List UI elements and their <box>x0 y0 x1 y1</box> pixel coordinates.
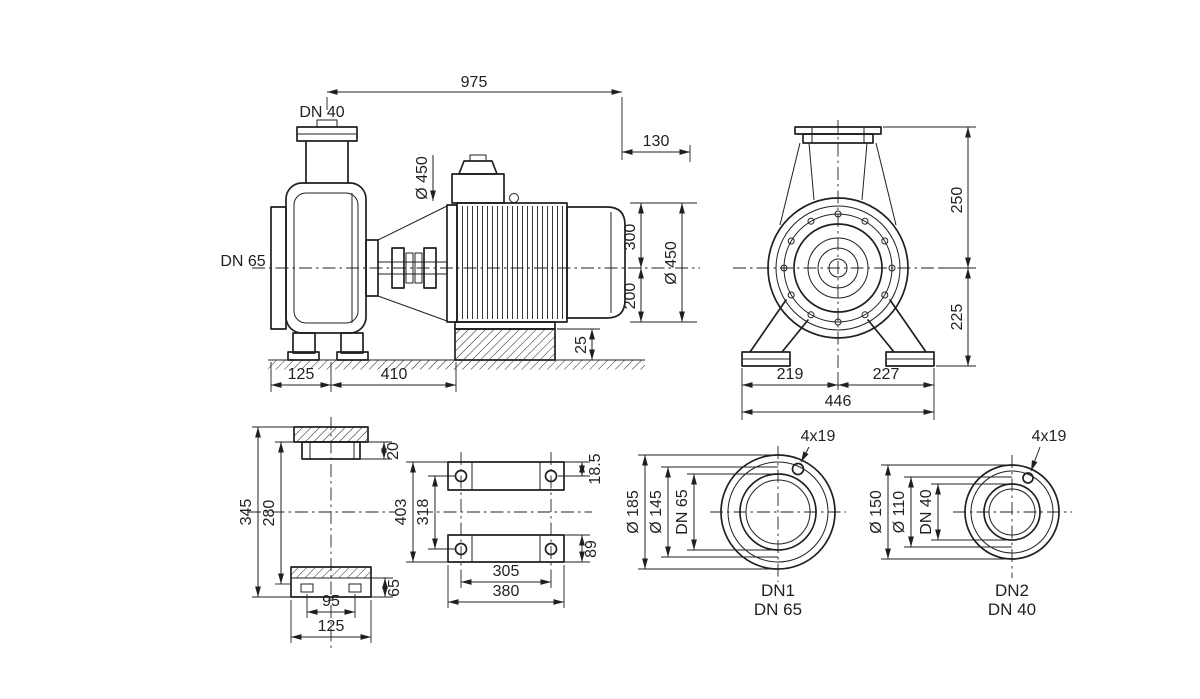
dim-446: 446 <box>825 393 852 410</box>
foot-view-dimensions: 345 280 20 65 95 125 <box>238 426 403 643</box>
label-dn2-size: DN 40 <box>988 600 1036 619</box>
mount-hole <box>544 469 558 483</box>
dim-20: 20 <box>385 442 402 460</box>
dim-110: Ø 110 <box>891 491 908 534</box>
dim-410: 410 <box>381 366 408 383</box>
foot-view: 345 280 20 65 95 125 <box>238 417 403 648</box>
dim-dn40-bore: DN 40 <box>918 489 935 534</box>
dim-450-flange: Ø 450 <box>414 156 431 200</box>
dim-18-5: 18.5 <box>587 453 604 484</box>
support-block <box>454 328 556 361</box>
ground-hatch <box>268 360 645 370</box>
label-dn1: DN1 <box>761 581 795 600</box>
volute-outline <box>285 182 367 334</box>
dim-318: 318 <box>415 499 432 526</box>
dim-219: 219 <box>777 366 804 383</box>
front-view-dimensions: 250 225 219 227 446 <box>741 126 976 420</box>
label-dn1-size: DN 65 <box>754 600 802 619</box>
dim-145: Ø 145 <box>648 490 665 534</box>
label-dn65: DN 65 <box>220 253 265 270</box>
label-dn2: DN2 <box>995 581 1029 600</box>
mount-hole <box>454 469 468 483</box>
dim-200: 200 <box>622 283 639 310</box>
pump-casing <box>270 119 369 361</box>
dim-250: 250 <box>949 187 966 214</box>
flange-dn65-view: 4x19 Ø 185 Ø 145 DN 65 DN1 DN 65 <box>625 428 846 619</box>
mount-hole <box>454 542 468 556</box>
label-dn40: DN 40 <box>299 104 344 121</box>
dim-25: 25 <box>573 336 590 354</box>
dim-130: 130 <box>643 133 670 150</box>
dim-227: 227 <box>873 366 900 383</box>
dim-4x19-dn65: 4x19 <box>801 428 836 445</box>
coupling-assembly <box>365 205 448 322</box>
base-view: 403 318 18.5 89 305 380 <box>393 452 604 608</box>
dim-380: 380 <box>493 583 520 600</box>
flange-bolt-hole <box>791 462 805 476</box>
dim-65: 65 <box>386 579 403 597</box>
dim-450-motor: Ø 450 <box>663 241 680 285</box>
flange-bolt-hole <box>1022 472 1034 484</box>
front-casing <box>741 126 935 367</box>
dim-225: 225 <box>949 304 966 331</box>
dim-345: 345 <box>238 499 255 526</box>
flange-dn40-view: 4x19 Ø 150 Ø 110 DN 40 DN2 DN 40 <box>868 428 1072 619</box>
fan-cover <box>566 206 626 319</box>
mount-hole <box>544 542 558 556</box>
dim-95: 95 <box>322 593 340 610</box>
dim-975: 975 <box>461 74 488 91</box>
side-view: 975 DN 40 DN 65 130 Ø 450 300 200 Ø 450 … <box>220 74 700 392</box>
motor-fins <box>459 206 565 319</box>
dim-150: Ø 150 <box>868 490 885 534</box>
dim-185: Ø 185 <box>625 490 642 534</box>
front-view: 250 225 219 227 446 <box>733 120 976 420</box>
motor-flange <box>446 204 458 323</box>
terminal-box <box>451 173 505 204</box>
dim-89: 89 <box>583 540 600 558</box>
dim-280: 280 <box>261 500 278 527</box>
motor <box>446 154 626 361</box>
dim-125-foot: 125 <box>318 618 345 635</box>
dim-dn65-bore: DN 65 <box>674 489 691 534</box>
dim-305: 305 <box>493 563 520 580</box>
base-view-dimensions: 403 318 18.5 89 305 380 <box>393 453 604 608</box>
dim-403: 403 <box>393 499 410 526</box>
dim-300: 300 <box>622 224 639 251</box>
lifting-lug <box>509 193 519 203</box>
motor-foot <box>454 321 556 330</box>
dim-125: 125 <box>288 366 315 383</box>
side-view-dimensions: 975 DN 40 DN 65 130 Ø 450 300 200 Ø 450 … <box>220 74 697 392</box>
dim-4x19-dn40: 4x19 <box>1032 428 1067 445</box>
bolt-circle <box>780 210 896 326</box>
